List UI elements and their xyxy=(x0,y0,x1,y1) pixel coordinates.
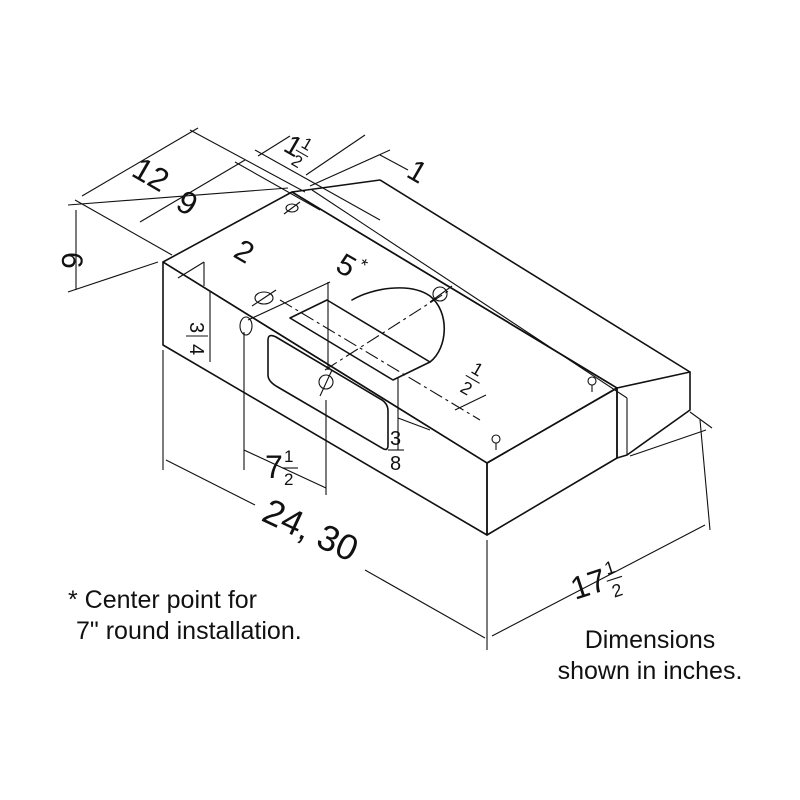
rectangular-duct-cutout xyxy=(289,299,431,381)
mounting-hole-top-left xyxy=(254,291,274,305)
duct-centerline-a xyxy=(324,289,451,371)
label-width-7-half: 7 1 2 xyxy=(265,447,298,489)
mounting-hole-rear xyxy=(285,203,299,213)
svg-text:8: 8 xyxy=(390,453,401,475)
svg-text:5: 5 xyxy=(331,247,362,284)
centerline-symbol-front xyxy=(318,369,334,397)
dim-line-depth-17-half xyxy=(491,524,706,637)
dim-line-1 xyxy=(379,154,409,171)
svg-text:2: 2 xyxy=(457,377,476,399)
front-face-details xyxy=(267,334,389,451)
top-face-details xyxy=(239,201,481,421)
dim-line-center-5 xyxy=(247,281,331,321)
svg-text:1: 1 xyxy=(284,447,293,466)
rear-panel-lower-edge xyxy=(616,371,691,459)
dim-line-width-7-half xyxy=(243,449,327,489)
footnote-line-1: * Center point for xyxy=(68,586,257,614)
svg-text:3: 3 xyxy=(390,428,401,450)
units-line-1: Dimensions xyxy=(584,626,716,654)
svg-text:1: 1 xyxy=(468,358,487,380)
hood-top-face xyxy=(162,191,618,464)
round-duct-knockout xyxy=(351,287,446,363)
dim-line-depth-9 xyxy=(139,159,246,223)
units-note: Dimensions shown in inches. xyxy=(540,625,760,687)
svg-text:2: 2 xyxy=(609,579,625,601)
label-center-5: 5 * xyxy=(331,247,372,284)
duct-centerline-b xyxy=(279,299,481,421)
dim-line-depth-12 xyxy=(81,127,199,197)
label-inset-1: 1 xyxy=(402,153,433,190)
mounting-hole-front-left xyxy=(239,316,253,336)
hood-rear-panel xyxy=(291,179,691,389)
footnote-line-2: 7" round installation. xyxy=(76,617,302,645)
label-fraction-3-8: 3 8 xyxy=(388,428,404,475)
dimension-lines xyxy=(67,127,713,650)
svg-text:4: 4 xyxy=(185,344,207,355)
centerline-symbol-top xyxy=(429,285,453,303)
units-line-2: shown in inches. xyxy=(557,657,743,685)
front-control-panel xyxy=(267,334,389,451)
label-depth-17-half: 17 1 2 xyxy=(566,557,625,607)
dim-line-width-main xyxy=(165,459,256,506)
keyhole-slots xyxy=(491,376,597,450)
label-fraction-1-2: 1 2 xyxy=(457,358,487,399)
label-width-main: 24, 30 xyxy=(257,490,365,569)
hood-body xyxy=(162,179,691,536)
label-fraction-3-4: 3 4 xyxy=(185,322,208,355)
svg-text:2: 2 xyxy=(284,470,293,489)
label-depth-9: 9 xyxy=(171,183,204,223)
label-inset-1-half: 1 1 2 xyxy=(279,128,316,172)
svg-text:3: 3 xyxy=(185,322,207,333)
footnote-center-point: * Center point for 7" round installation… xyxy=(68,585,368,647)
svg-text:7: 7 xyxy=(265,449,283,485)
label-offset-2: 2 xyxy=(229,233,260,270)
dim-line-1-half xyxy=(257,135,291,157)
rear-panel-ridge xyxy=(311,189,628,399)
label-depth-12: 12 xyxy=(127,150,176,199)
hood-right-face xyxy=(486,387,618,536)
label-height-6: 6 xyxy=(55,252,88,269)
hood-front-face xyxy=(162,261,488,536)
keyhole-slot-lower xyxy=(491,434,501,444)
keyhole-slot-upper xyxy=(587,376,597,386)
